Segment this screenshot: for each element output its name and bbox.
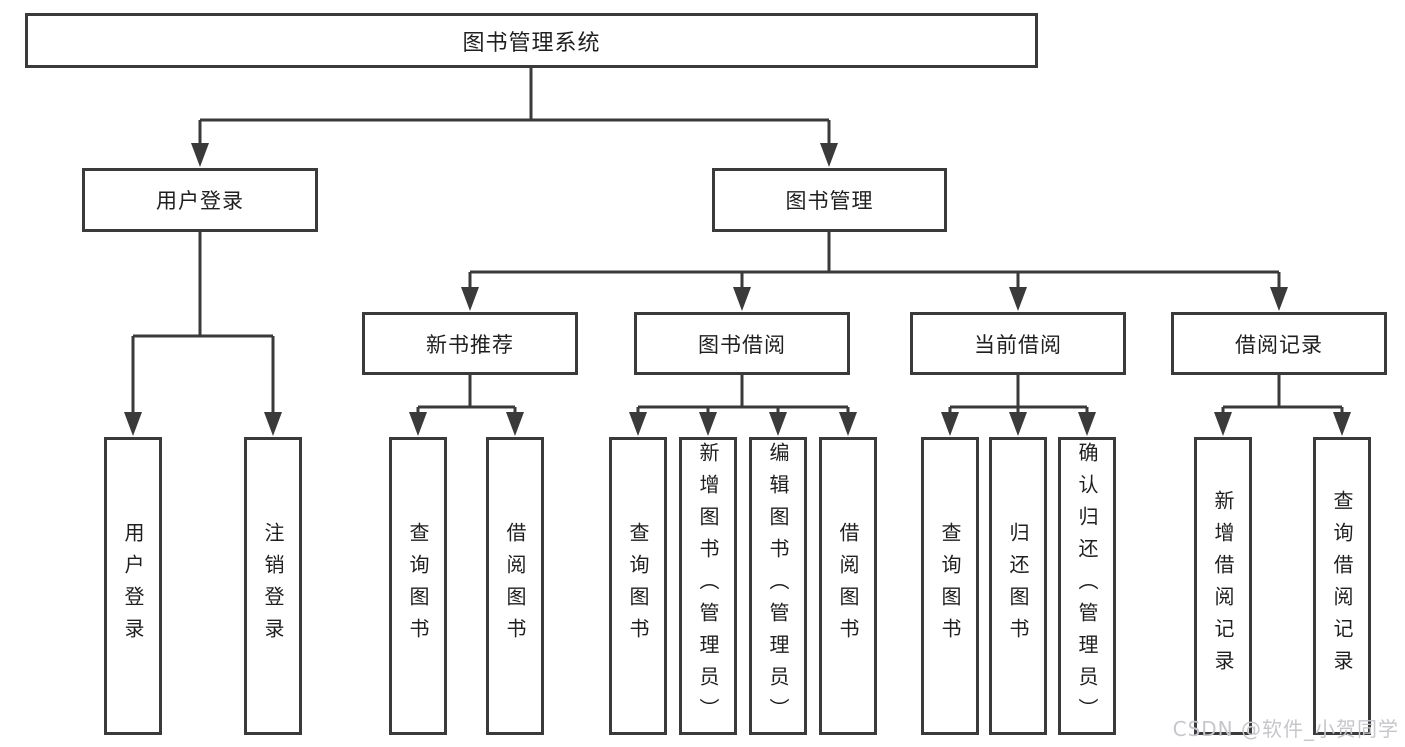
- node-label: 借阅图书: [503, 522, 527, 650]
- leaf-query-books-recommend: 查询图书: [389, 437, 447, 735]
- node-user-login: 用户登录: [82, 168, 318, 232]
- node-book-management: 图书管理: [712, 168, 947, 232]
- node-current-borrowing: 当前借阅: [910, 312, 1126, 375]
- node-label: 用户登录: [121, 522, 145, 650]
- node-label: 借阅记录: [1235, 332, 1323, 357]
- leaf-add-book-admin: 新增图书（管理员）: [679, 437, 737, 735]
- node-label: 借阅图书: [836, 522, 860, 650]
- leaf-query-books-current: 查询图书: [921, 437, 979, 735]
- node-label: 查询图书: [406, 522, 430, 650]
- node-new-book-recommend: 新书推荐: [362, 312, 578, 375]
- leaf-query-borrow-record: 查询借阅记录: [1313, 437, 1371, 735]
- node-label: 查询图书: [938, 522, 962, 650]
- node-label: 图书管理系统: [462, 30, 601, 56]
- node-label: 注销登录: [261, 522, 285, 650]
- leaf-edit-book-admin: 编辑图书（管理员）: [749, 437, 807, 735]
- node-label: 图书管理: [785, 189, 874, 213]
- node-label: 查询图书: [626, 522, 650, 650]
- node-label: 图书借阅: [698, 332, 786, 357]
- node-label: 新增图书（管理员）: [696, 442, 720, 730]
- node-label: 当前借阅: [974, 332, 1062, 357]
- node-book-borrowing: 图书借阅: [634, 312, 850, 375]
- node-label: 查询借阅记录: [1330, 490, 1354, 682]
- node-label: 确认归还（管理员）: [1075, 442, 1099, 730]
- leaf-borrow-books: 借阅图书: [819, 437, 877, 735]
- node-borrowing-records: 借阅记录: [1171, 312, 1387, 375]
- leaf-confirm-return-admin: 确认归还（管理员）: [1058, 437, 1116, 735]
- leaf-borrow-books-recommend: 借阅图书: [486, 437, 544, 735]
- node-label: 新书推荐: [426, 332, 514, 357]
- leaf-query-books-borrow: 查询图书: [609, 437, 667, 735]
- leaf-return-books: 归还图书: [989, 437, 1047, 735]
- arrowhead-icons: [124, 143, 1351, 436]
- node-label: 用户登录: [156, 189, 244, 213]
- leaf-user-login: 用户登录: [104, 437, 162, 735]
- node-library-management-system: 图书管理系统: [25, 13, 1038, 68]
- node-label: 归还图书: [1006, 522, 1030, 650]
- node-label: 编辑图书（管理员）: [766, 442, 790, 730]
- leaf-add-borrow-record: 新增借阅记录: [1194, 437, 1252, 735]
- leaf-logout: 注销登录: [244, 437, 302, 735]
- csdn-watermark: CSDN @软件_小贺同学: [1172, 717, 1399, 741]
- node-label: 新增借阅记录: [1211, 490, 1235, 682]
